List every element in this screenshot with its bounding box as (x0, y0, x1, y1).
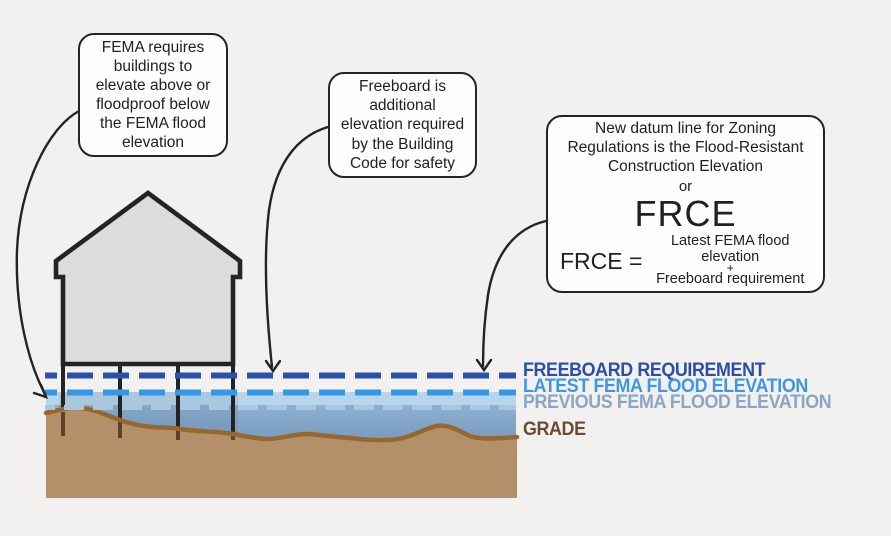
label-previous-fema-flood-elevation: PREVIOUS FEMA FLOOD ELEVATION (523, 392, 832, 413)
frce-formula-stack: Latest FEMA flood elevation + Freeboard … (649, 234, 811, 287)
arrowhead-frce-callout (475, 358, 493, 373)
frce-formula-denominator: Freeboard requirement (656, 271, 805, 288)
callout-fema-requirement-text: FEMA requires buildings to elevate above… (95, 38, 211, 152)
frce-intro-text: New datum line for Zoning Regulations is… (567, 120, 804, 176)
arrow-frce-callout (481, 219, 548, 368)
callout-frce-definition: New datum line for Zoning Regulations is… (546, 115, 825, 293)
callout-fema-requirement: FEMA requires buildings to elevate above… (78, 33, 228, 157)
arrow-fema-callout (15, 109, 81, 396)
frce-formula-numerator: Latest FEMA flood elevation (670, 233, 790, 265)
ground-fill (46, 407, 517, 498)
label-freeboard-requirement: FREEBOARD REQUIREMENT (523, 360, 766, 381)
arrowhead-freeboard-callout (264, 359, 282, 374)
label-grade: GRADE (523, 419, 586, 440)
callout-freeboard-definition: Freeboard is additional elevation requir… (328, 72, 477, 178)
frce-formula-plus: + (726, 260, 734, 275)
callout-freeboard-definition-text: Freeboard is additional elevation requir… (340, 78, 465, 172)
grade-line (43, 405, 520, 443)
frce-or-text: or (678, 178, 693, 196)
frce-formula: FRCE = Latest FEMA flood elevation + Fre… (560, 234, 811, 287)
frce-acronym: FRCE (634, 192, 737, 234)
arrowhead-fema-callout (32, 383, 49, 399)
house-shape (53, 190, 243, 367)
arrow-freeboard-callout (264, 125, 330, 369)
label-latest-fema-flood-elevation: LATEST FEMA FLOOD ELEVATION (523, 376, 808, 397)
frce-formula-lhs: FRCE = (560, 247, 643, 274)
